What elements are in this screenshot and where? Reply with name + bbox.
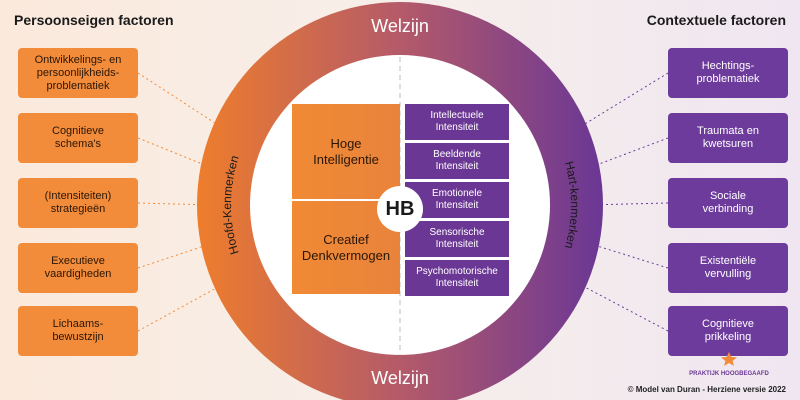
left-factor-box: Cognitieve schema's (18, 113, 138, 163)
left-factor-box: Lichaams- bewustzijn (18, 306, 138, 356)
left-factor-box: (Intensiteiten) strategieën (18, 178, 138, 228)
right-factor-box: Existentiële vervulling (668, 243, 788, 293)
ring-label-bottom: Welzijn (371, 368, 429, 388)
right-factor-label: Sociale verbinding (702, 190, 754, 215)
center-hb-circle: HB (377, 186, 423, 232)
right-section-title: Contextuele factoren (646, 12, 786, 28)
left-factor-label: Cognitieve schema's (52, 125, 104, 150)
core-sensorische-intensiteit: Sensorische Intensiteit (405, 221, 509, 257)
right-factor-label: Existentiële vervulling (699, 255, 757, 280)
right-factor-box: Traumata en kwetsuren (668, 113, 788, 163)
left-factor-label: Ontwikkelings- en persoonlijkheids- prob… (34, 53, 122, 92)
left-factor-box: Executieve vaardigheden (18, 243, 138, 293)
left-factor-label: (Intensiteiten) strategieën (44, 190, 112, 215)
ring-label-top: Welzijn (371, 16, 429, 36)
left-section-title: Persoonseigen factoren (14, 12, 174, 28)
right-factor-label: Cognitieve prikkeling (702, 318, 754, 343)
connector-right-3 (585, 202, 669, 206)
right-factor-box: Cognitieve prikkeling (668, 306, 788, 356)
left-factor-box: Ontwikkelings- en persoonlijkheids- prob… (18, 48, 138, 98)
ring-label-right: Hart-kenmerken (562, 160, 582, 251)
core-psychomotorische-intensiteit: Psychomotorische Intensiteit (405, 260, 509, 296)
connector-right-4 (577, 239, 669, 269)
star-logo-icon (721, 352, 737, 366)
right-factor-box: Hechtings- problematiek (668, 48, 788, 98)
right-factor-label: Traumata en kwetsuren (697, 125, 759, 150)
center-hb-label: HB (385, 197, 415, 220)
core-hoge-intelligentie: Hoge Intelligentie (313, 136, 379, 167)
core-beeldende-intensiteit: Beeldende Intensiteit (405, 143, 509, 179)
left-factor-label: Lichaams- bewustzijn (52, 318, 104, 343)
core-creatief-denkvermogen: Creatief Denkvermogen (301, 232, 391, 263)
right-factor-box: Sociale verbinding (668, 178, 788, 228)
core-emotionele-intensiteit: Emotionele Intensiteit (405, 182, 509, 218)
logo-text: PRAKTIJK HOOGBEGAAFD (689, 371, 769, 377)
left-factor-label: Executieve vaardigheden (44, 255, 112, 280)
brand-logo: PRAKTIJK HOOGBEGAAFD (676, 352, 782, 377)
connector-right-1 (561, 72, 669, 139)
right-factor-label: Hechtings- problematiek (696, 60, 760, 85)
copyright-text: © Model van Duran - Herziene versie 2022 (627, 385, 786, 394)
core-intellectuele-intensiteit: Intellectuele Intensiteit (405, 104, 509, 140)
